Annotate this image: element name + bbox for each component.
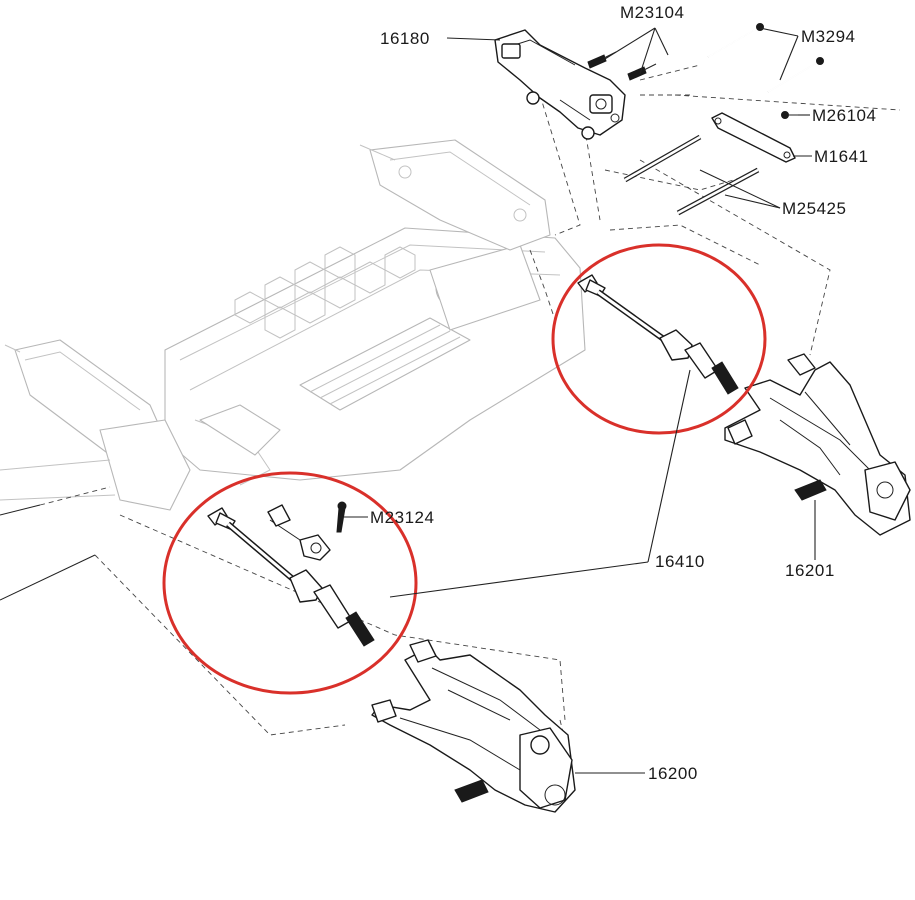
left-rods xyxy=(0,504,96,601)
part-m25425-pins xyxy=(623,134,760,216)
label-16180: 16180 xyxy=(380,29,430,48)
label-m1641: M1641 xyxy=(814,147,868,166)
label-16201: 16201 xyxy=(785,561,835,580)
part-16410-driveshaft-left xyxy=(207,507,375,647)
highlight-circle-right xyxy=(551,243,767,435)
part-16201-arm-right xyxy=(724,353,911,536)
leader-lines xyxy=(344,27,816,774)
highlight-circle-left xyxy=(162,471,418,695)
part-m23124-screw xyxy=(267,501,347,561)
part-16200-arm-left xyxy=(371,639,576,813)
part-m26104-screw xyxy=(781,111,798,119)
label-m25425: M25425 xyxy=(782,199,846,218)
chassis-outline xyxy=(0,139,586,511)
chassis-shock-tower xyxy=(359,139,551,251)
label-m26104: M26104 xyxy=(812,106,876,125)
chassis-honeycomb xyxy=(234,246,416,339)
part-m3294-pins xyxy=(707,23,824,93)
label-16200: 16200 xyxy=(648,764,698,783)
chassis-esc xyxy=(299,244,541,411)
part-16180-bulkhead xyxy=(494,29,626,140)
part-m1641-brace xyxy=(711,112,796,163)
label-m23104: M23104 xyxy=(620,3,684,22)
label-16410: 16410 xyxy=(655,552,705,571)
chassis-left-assembly xyxy=(0,339,191,511)
label-m3294: M3294 xyxy=(801,27,855,46)
label-m23124: M23124 xyxy=(370,508,434,527)
part-16410-driveshaft-right xyxy=(577,274,739,395)
